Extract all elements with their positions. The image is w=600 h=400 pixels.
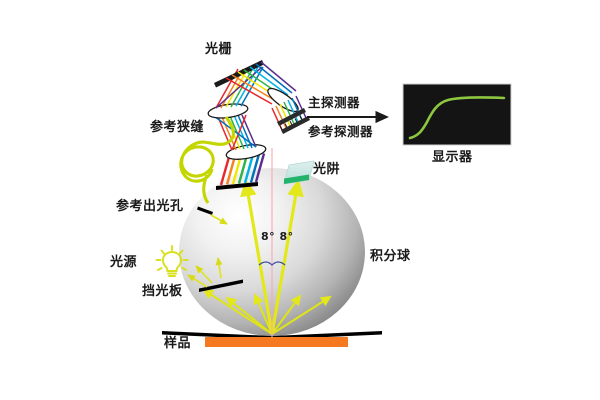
grating bbox=[214, 60, 264, 88]
display-curve bbox=[408, 96, 506, 140]
display-monitor bbox=[402, 83, 512, 146]
sphere-entrance-port bbox=[216, 182, 258, 190]
label-reference-exit-aperture: 参考出光孔 bbox=[116, 199, 184, 214]
label-light-source: 光源 bbox=[110, 255, 138, 270]
beam-lower-to-mid bbox=[213, 114, 257, 151]
label-display: 显示器 bbox=[432, 150, 473, 165]
reference-fiber bbox=[179, 116, 236, 204]
sample-plate bbox=[205, 337, 348, 347]
sphere-internal-rays bbox=[202, 288, 332, 335]
label-reference-detector: 参考探测器 bbox=[308, 124, 374, 139]
label-integrating-sphere: 积分球 bbox=[370, 249, 411, 264]
light-trap bbox=[283, 160, 315, 185]
label-eight-degree-angles: 8° 8° bbox=[261, 230, 294, 243]
lens-lower bbox=[225, 144, 267, 160]
angle-arc bbox=[258, 261, 286, 266]
label-reference-slit: 参考狭缝 bbox=[150, 120, 205, 135]
eight-degree-beams bbox=[240, 148, 304, 338]
main-detector-array bbox=[277, 108, 310, 134]
baffle bbox=[187, 257, 243, 292]
reference-exit-aperture bbox=[197, 206, 228, 225]
light-source-bulb-icon bbox=[155, 245, 189, 277]
beam-to-detector bbox=[271, 95, 308, 133]
label-baffle: 挡光板 bbox=[142, 284, 183, 299]
input-spectrum-beam bbox=[219, 153, 266, 186]
label-main-detector: 主探测器 bbox=[308, 95, 361, 110]
label-grating: 光栅 bbox=[205, 42, 233, 57]
label-light-trap: 光阱 bbox=[313, 162, 341, 177]
label-sample: 样品 bbox=[164, 336, 192, 351]
